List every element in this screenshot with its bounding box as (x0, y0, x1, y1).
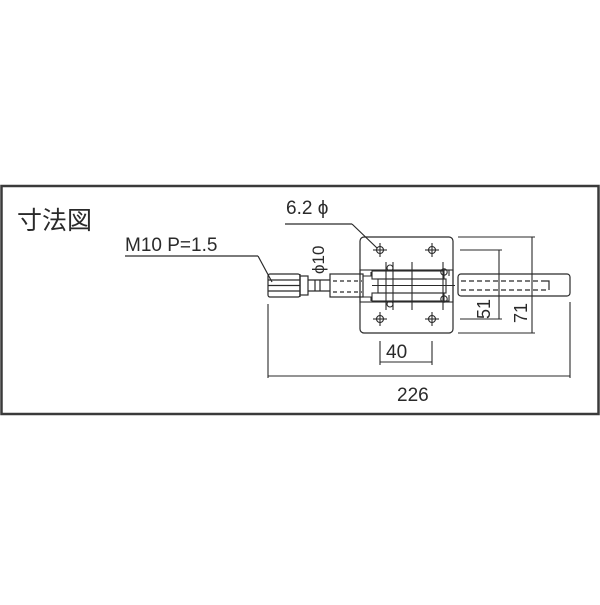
thread-leader-line (257, 255, 273, 283)
hole-label: 6.2 ϕ (286, 198, 328, 219)
plunger-body (329, 273, 364, 298)
drawing-frame (0, 184, 600, 416)
dimension-40 (379, 341, 433, 365)
dimension-71-label: 71 (511, 303, 531, 323)
knob-icon (267, 273, 330, 298)
dimension-51-label: 51 (474, 299, 494, 319)
dimension-226 (267, 302, 571, 378)
rod-diameter-label: ϕ10 (309, 246, 328, 274)
dimension-40-label: 40 (386, 342, 407, 363)
drawing-title: 寸法図 (17, 206, 92, 235)
plunger-rod (457, 273, 571, 297)
linkage-mechanism (359, 262, 455, 310)
mounting-hole-icons (373, 243, 439, 326)
thread-label: M10 P=1.5 (125, 235, 217, 256)
dimension-226-label: 226 (397, 385, 429, 406)
dimension-71 (458, 236, 535, 334)
hole-leader-line (351, 223, 378, 249)
dimension-51 (460, 249, 502, 320)
